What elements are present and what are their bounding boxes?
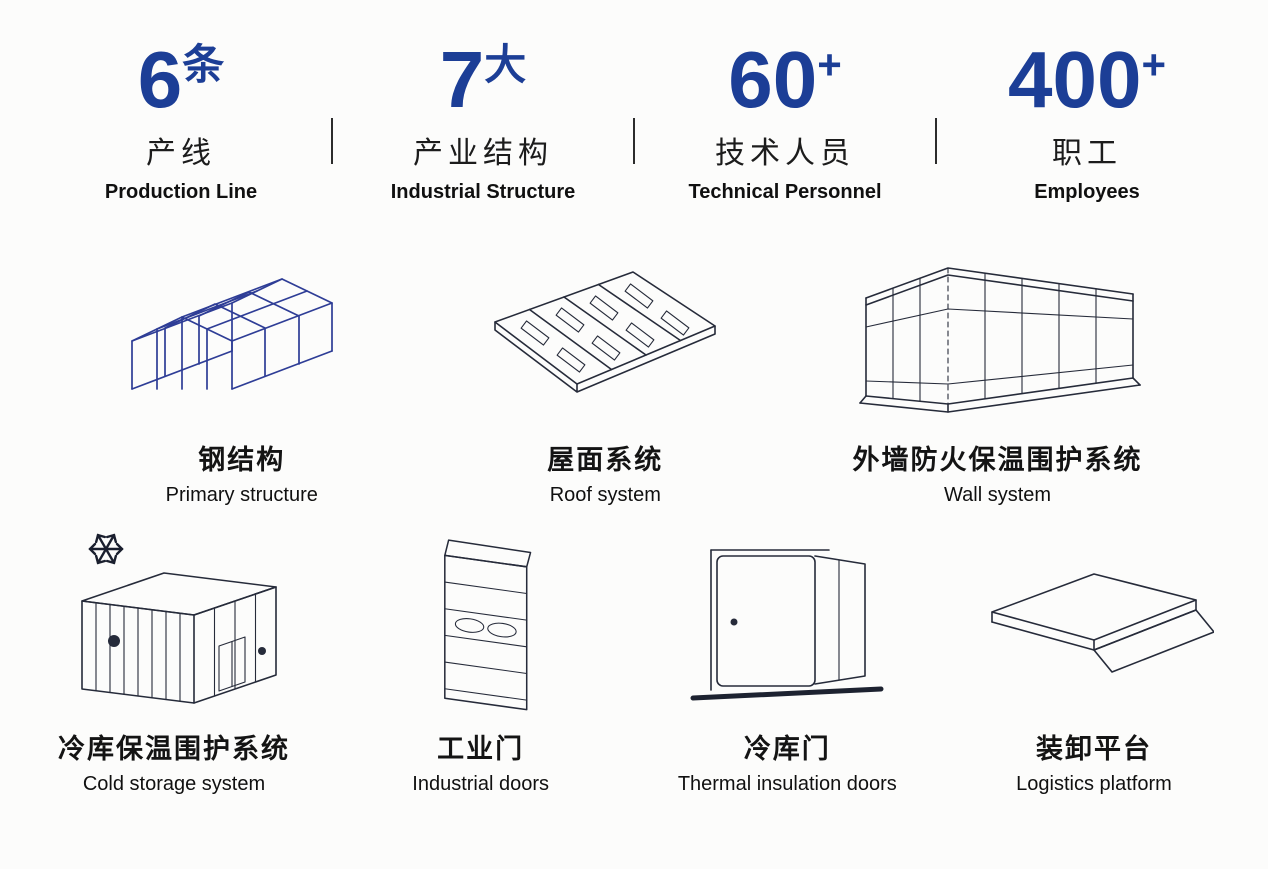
cold-storage-door-icon: [667, 523, 907, 723]
product-name-zh: 外墙防火保温围护系统: [852, 445, 1143, 475]
snowflake-icon: [88, 533, 124, 565]
stat-label-zh: 职工: [1052, 137, 1122, 170]
product-name-en: Cold storage system: [82, 773, 266, 795]
product-name-en: Industrial doors: [412, 773, 550, 795]
product-name-zh: 工业门: [437, 734, 525, 764]
product-card-logistics-platform: 装卸平台 Logistics platform: [944, 523, 1244, 796]
roof-system-icon: [465, 238, 745, 434]
stat-number: 6 条: [31, 35, 331, 124]
stat-number: 7 大: [333, 35, 633, 124]
stat-industrial-structure: 7 大 产业结构 Industrial Structure: [333, 35, 633, 204]
stat-number-unit: +: [1141, 41, 1166, 88]
stat-technical-personnel: 60 + 技术人员 Technical Personnel: [635, 35, 935, 204]
stat-label-en: Industrial Structure: [390, 181, 576, 203]
steel-structure-icon: [102, 238, 382, 434]
stat-label-en: Production Line: [104, 181, 258, 203]
stat-label-zh: 产业结构: [413, 137, 553, 170]
stat-number-unit: 条: [182, 41, 225, 88]
cold-storage-icon: [44, 523, 304, 723]
product-name-zh: 钢结构: [198, 445, 286, 475]
product-name-zh: 装卸平台: [1035, 734, 1152, 764]
door-rail: [690, 686, 884, 701]
product-name-en: Roof system: [549, 484, 661, 506]
product-name-en: Primary structure: [165, 484, 318, 506]
product-card-cold-storage: 冷库保温围护系统 Cold storage system: [24, 523, 324, 796]
products-row-2: 冷库保温围护系统 Cold storage system: [0, 507, 1268, 796]
vent-icon: [258, 647, 266, 655]
product-card-wall-system: 外墙防火保温围护系统 Wall system: [787, 238, 1208, 507]
stat-label-zh: 技术人员: [715, 137, 855, 170]
stat-number-unit: 大: [484, 41, 527, 88]
stat-number: 60 +: [635, 35, 935, 124]
product-card-primary-structure: 钢结构 Primary structure: [60, 238, 424, 507]
stat-number-value: 6: [137, 35, 183, 124]
product-name-zh: 屋面系统: [547, 445, 664, 475]
dock-leveler-icon: [974, 523, 1214, 723]
stats-row: 6 条 产线 Production Line 7 大 产业结构 Industri…: [0, 0, 1268, 204]
product-name-en: Thermal insulation doors: [677, 773, 897, 795]
stat-number-value: 400: [1007, 35, 1142, 124]
product-name-en: Logistics platform: [1016, 773, 1172, 795]
stat-divider: [331, 118, 333, 164]
product-name-en: Wall system: [944, 484, 1052, 506]
stat-label-zh: 产线: [146, 137, 216, 170]
product-card-roof-system: 屋面系统 Roof system: [424, 238, 788, 507]
industrial-door-icon: [381, 523, 581, 723]
product-name-zh: 冷库保温围护系统: [58, 734, 290, 764]
stat-divider: [633, 118, 635, 164]
stat-production-line: 6 条 产线 Production Line: [31, 35, 331, 204]
wall-system-icon: [848, 238, 1148, 434]
stat-label-en: Technical Personnel: [688, 181, 882, 203]
vent-icon: [108, 635, 120, 647]
product-card-cold-storage-door: 冷库门 Thermal insulation doors: [637, 523, 937, 796]
stat-number-unit: +: [817, 41, 842, 88]
stat-number-value: 60: [728, 35, 818, 124]
stat-number-value: 7: [439, 35, 485, 124]
stat-divider: [935, 118, 937, 164]
product-name-zh: 冷库门: [743, 734, 831, 764]
products-row-1: 钢结构 Primary structure: [0, 204, 1268, 507]
stat-number: 400 +: [937, 35, 1237, 124]
door-handle-icon: [730, 618, 738, 626]
stat-label-en: Employees: [1034, 181, 1140, 203]
product-card-industrial-door: 工业门 Industrial doors: [331, 523, 631, 796]
stat-employees: 400 + 职工 Employees: [937, 35, 1237, 204]
